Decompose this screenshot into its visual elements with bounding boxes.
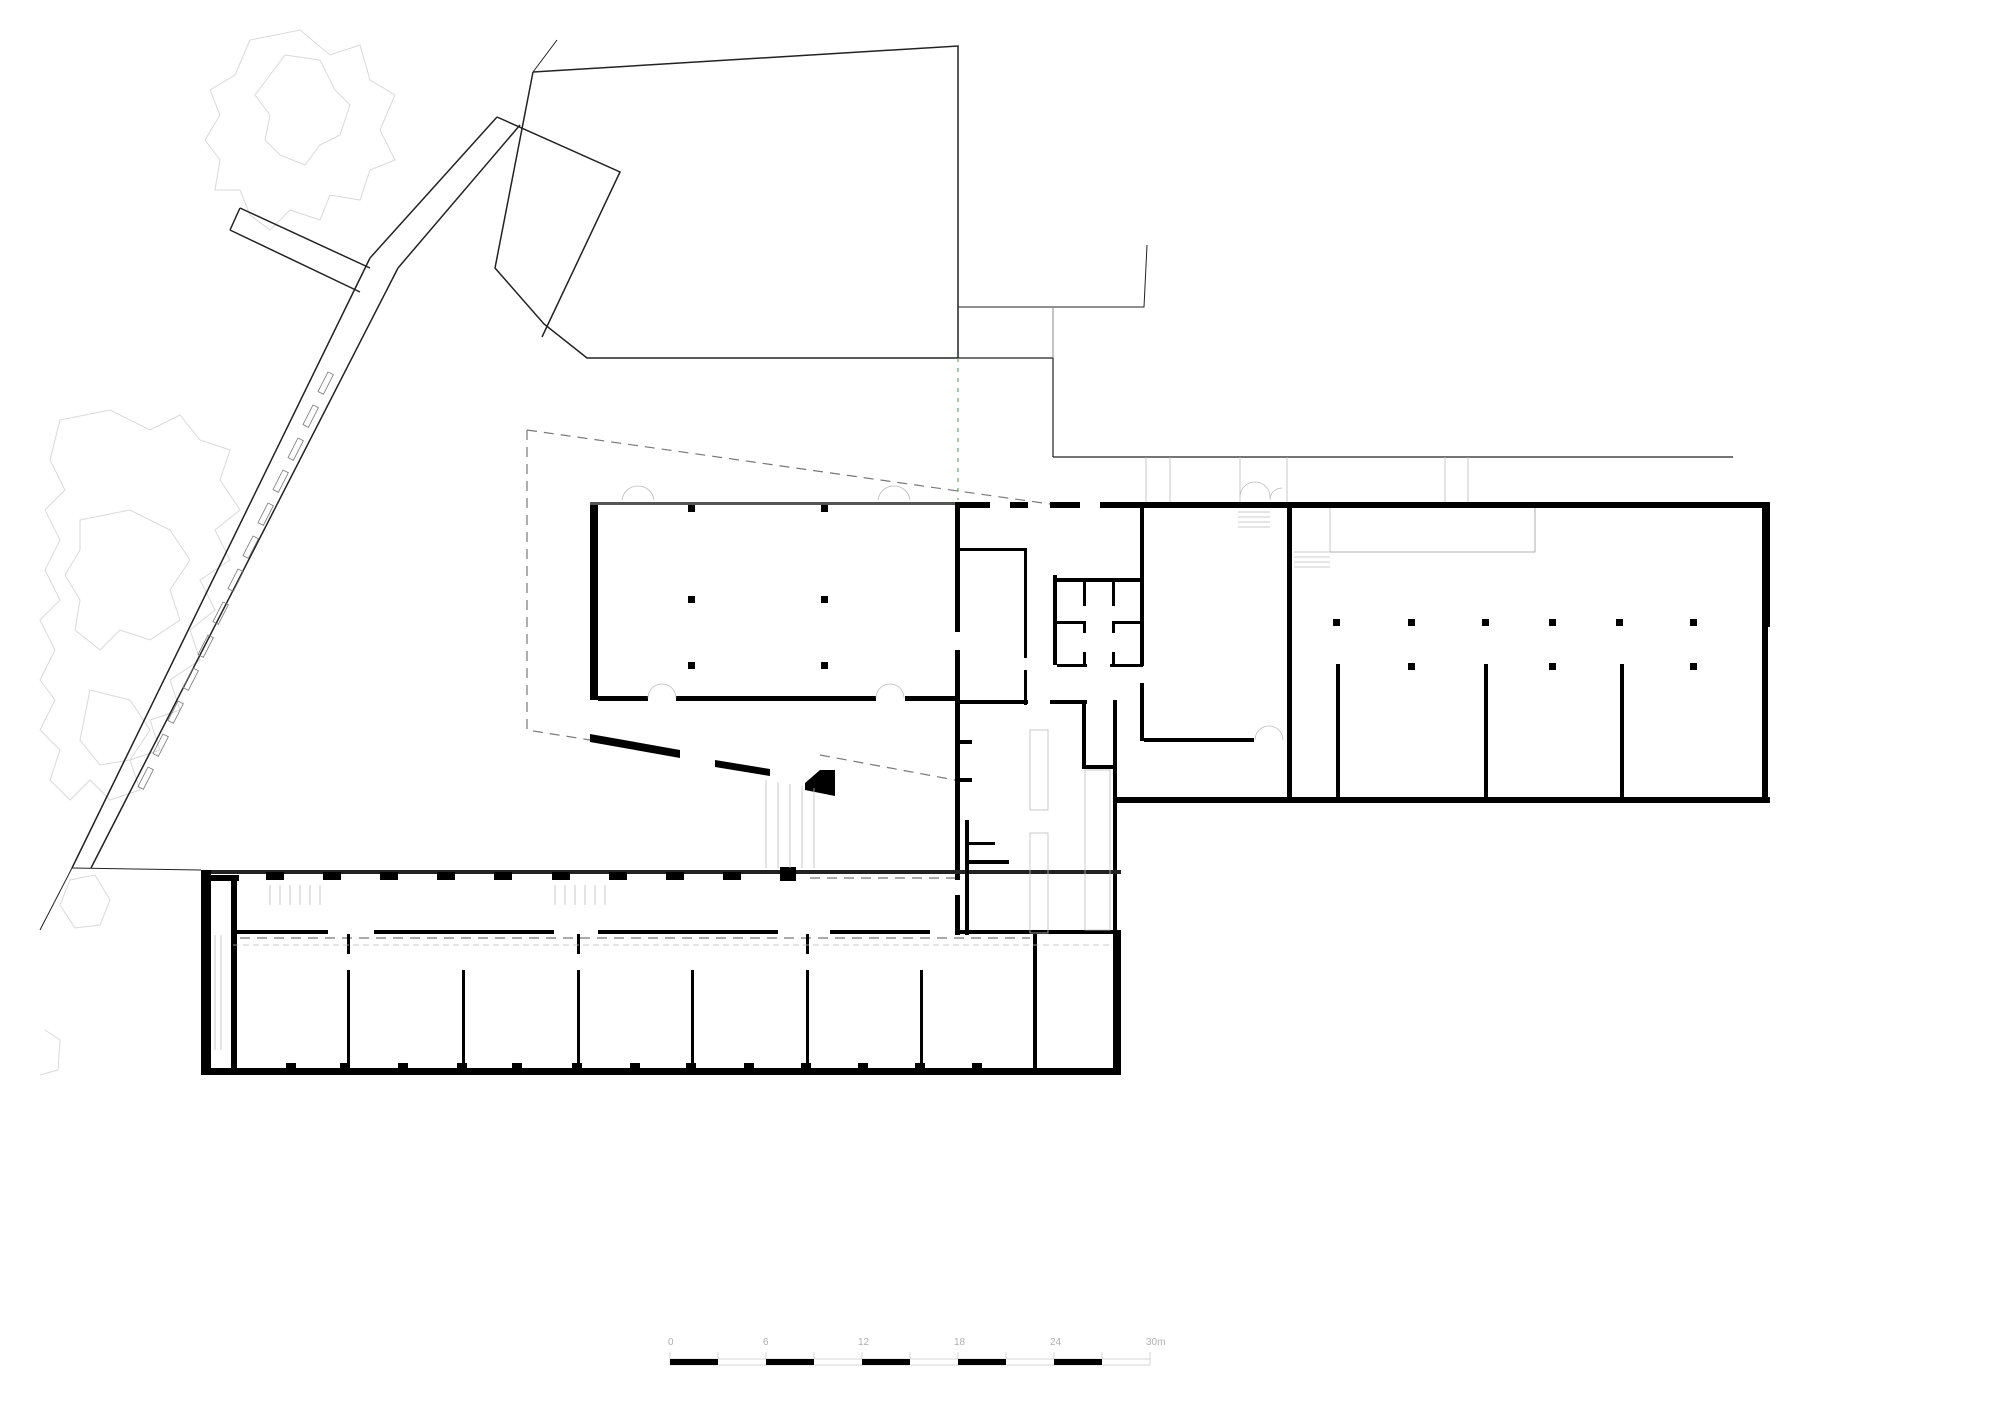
roof-overhang-dashed — [240, 358, 1051, 939]
site-lines — [39, 39, 1733, 931]
parking-marks — [137, 371, 334, 790]
walls — [201, 502, 1770, 1075]
scale-label-18: 18 — [954, 1337, 966, 1348]
scale-label-6: 6 — [763, 1337, 769, 1348]
scale-label-30m: 30m — [1146, 1337, 1166, 1348]
scale-label-12: 12 — [858, 1337, 870, 1348]
scale-label-24: 24 — [1050, 1337, 1062, 1348]
scale-label-0: 0 — [668, 1337, 674, 1348]
tree-outlines — [39, 29, 396, 1076]
detail-lines — [214, 457, 1536, 1050]
scale-bar — [669, 1352, 1151, 1366]
